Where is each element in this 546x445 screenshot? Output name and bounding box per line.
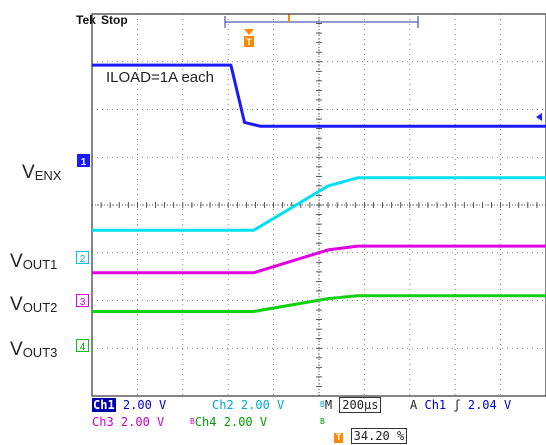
graticule <box>91 13 546 397</box>
ch4-scale-readout: BCh4 2.00 V <box>190 415 268 429</box>
vout2-label: VOUT2 <box>10 294 58 315</box>
svg-text:T: T <box>246 37 252 47</box>
status-bar: Ch1 2.00 V Ch2 2.00 V BM 200µs A Ch1 ʃ 2… <box>92 396 546 444</box>
vout3-label: VOUT3 <box>10 339 58 360</box>
ch4-bw-mark: B <box>320 417 325 426</box>
trigger-position-marker: T <box>244 29 254 47</box>
trigger-position-readout: T 34.20 % <box>334 428 408 445</box>
svg-text:3: 3 <box>80 297 86 308</box>
venx-label: VENX <box>22 162 62 183</box>
ch1-scale-readout: Ch1 2.00 V <box>92 398 167 412</box>
vout1-label: VOUT1 <box>10 251 58 272</box>
acquisition-state: Stop <box>101 13 128 27</box>
load-annotation: ILOAD=1A each <box>106 69 214 86</box>
ch3-scale-readout: Ch3 2.00 V <box>92 415 165 429</box>
record-view-bar <box>224 14 419 28</box>
trigger-readout: A Ch1 ʃ 2.04 V <box>410 398 512 412</box>
svg-text:1: 1 <box>81 157 87 168</box>
ch1-marker: 1 <box>77 154 90 168</box>
trace-ch2 <box>92 176 546 232</box>
traces <box>92 63 546 313</box>
ch3-marker: 3 <box>76 294 89 308</box>
timebase-readout: BM 200µs <box>320 397 382 413</box>
trace-ch4 <box>92 294 546 313</box>
trace-ch1 <box>92 63 546 128</box>
svg-text:2: 2 <box>80 254 86 265</box>
ch2-scale-readout: Ch2 2.00 V <box>212 398 285 412</box>
ch4-marker: 4 <box>76 339 89 353</box>
trace-ch3 <box>92 244 546 275</box>
brand-label: Tek <box>76 13 96 27</box>
svg-text:4: 4 <box>80 342 86 353</box>
ch2-marker: 2 <box>76 251 89 265</box>
trigger-level-marker <box>536 113 542 121</box>
